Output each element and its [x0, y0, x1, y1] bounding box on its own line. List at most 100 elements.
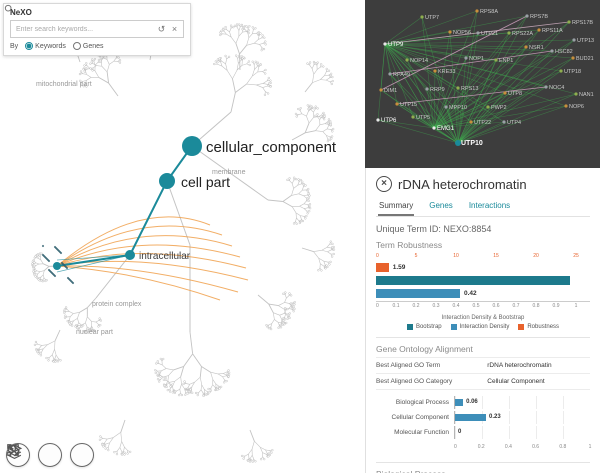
ontology-tree-panel: mitochondrial part membrane cellular_compo…	[0, 0, 365, 473]
robustness-heading: Term Robustness	[376, 240, 443, 250]
zoom-toolbar	[6, 443, 154, 467]
network-node-label[interactable]: RPS13	[461, 86, 478, 92]
network-node-label[interactable]: UTP21	[481, 31, 498, 37]
network-node-label[interactable]: UTP22	[474, 120, 491, 126]
tree-node-label[interactable]: cell part	[181, 174, 230, 190]
network-node-label[interactable]: UTP10	[461, 140, 483, 147]
network-node-label[interactable]: KRE33	[438, 69, 455, 75]
network-node-label[interactable]: RPS22A	[512, 31, 533, 37]
clear-search-icon[interactable]: ×	[171, 24, 178, 34]
tree-node-label[interactable]: cellular_component	[206, 139, 337, 156]
network-node-label[interactable]: UTP9	[388, 42, 404, 48]
app-title: NeXO	[10, 8, 32, 17]
ontology-tree-canvas[interactable]: mitochondrial part membrane cellular_compo…	[0, 0, 365, 473]
legend-swatch	[518, 324, 525, 330]
details-header: × rDNA heterochromatin	[376, 176, 590, 192]
network-node-label[interactable]: NAN1	[579, 92, 594, 98]
bar-interaction-density	[376, 289, 460, 298]
network-node-label[interactable]: DIM1	[384, 88, 397, 94]
network-node-label[interactable]: NOP1	[469, 56, 484, 62]
network-node-label[interactable]: PWP2	[491, 105, 507, 111]
close-icon[interactable]: ×	[376, 176, 392, 192]
genes-radio[interactable]	[72, 42, 81, 50]
search-mode-row: By Keywords Genes	[10, 42, 184, 50]
legend-swatch	[450, 324, 457, 330]
robustness-axis-label: Interaction Density & Bootstrap	[441, 315, 525, 321]
network-node-label[interactable]: RPS11A	[542, 28, 563, 34]
network-node-label[interactable]: RPS7B	[530, 14, 548, 20]
go-alignment-heading: Gene Ontology Alignment	[376, 337, 590, 354]
tree-node-label[interactable]: membrane	[212, 169, 246, 176]
network-node-label[interactable]: RPS8A	[480, 9, 498, 15]
by-label: By	[10, 42, 19, 50]
network-node-label[interactable]: UTP15	[400, 102, 417, 108]
fit-view-icon	[7, 444, 19, 456]
mode-keywords[interactable]: Keywords	[25, 42, 66, 50]
layers-button[interactable]	[6, 444, 154, 466]
network-node-label[interactable]: NOP6	[569, 104, 584, 110]
term-details-panel: × rDNA heterochromatin Summary Genes Int…	[365, 168, 600, 473]
term-title: rDNA heterochromatin	[398, 176, 527, 192]
tree-node-label[interactable]: protein complex	[92, 301, 142, 308]
network-node-label[interactable]: BUD21	[576, 56, 594, 62]
mode-genes[interactable]: Genes	[72, 42, 104, 50]
search-icon[interactable]	[4, 4, 154, 35]
unique-term-id: Unique Term ID: NEXO:8854	[376, 224, 492, 234]
bar-cellular-component	[455, 414, 487, 421]
network-node-label[interactable]: UTP6	[381, 118, 397, 124]
network-node-label[interactable]: RRP9	[430, 87, 445, 93]
network-node-label[interactable]: HSC82	[555, 49, 573, 55]
search-input[interactable]	[14, 24, 141, 34]
bar-bootstrap	[376, 276, 570, 285]
network-node-label[interactable]: RPA49	[393, 72, 410, 78]
network-node-label[interactable]: NSR1	[529, 45, 544, 51]
details-tabs: Summary Genes Interactions	[376, 198, 590, 217]
layers-icon	[6, 444, 23, 460]
tree-node-label[interactable]: intracellular	[139, 251, 191, 262]
tab-summary[interactable]: Summary	[378, 198, 415, 216]
tree-node-label[interactable]: nuclear part	[76, 329, 113, 336]
network-node-label[interactable]: UTP7	[425, 15, 439, 21]
network-node-label[interactable]: EMG1	[437, 126, 455, 132]
robustness-bar-row: 0.42	[376, 288, 590, 299]
robustness-bar-row: 1.59	[376, 262, 590, 273]
network-node-label[interactable]: UTP5	[416, 115, 430, 121]
network-node-label[interactable]: NOC4	[549, 85, 564, 91]
network-node-label[interactable]: NOP56	[453, 30, 471, 36]
network-node-label[interactable]: UTP4	[507, 120, 521, 126]
network-node-label[interactable]: ENP1	[499, 58, 513, 64]
network-node-label[interactable]: UTP18	[564, 69, 581, 75]
network-node-label[interactable]: RPS17B	[572, 20, 593, 26]
search-box: ↺ ×	[4, 4, 184, 38]
tab-interactions[interactable]: Interactions	[468, 201, 511, 210]
expand-tree-button[interactable]	[8, 444, 124, 466]
gene-network-canvas[interactable]: UTP7 RPS8A RPS7B RPS17B NOP56 UTP21 RPS22A RPS1…	[365, 0, 600, 168]
tab-genes[interactable]: Genes	[429, 201, 453, 210]
reset-search-icon[interactable]: ↺	[157, 23, 166, 34]
right-column: UTP7 RPS8A RPS7B RPS17B NOP56 UTP21 RPS22A RPS1…	[365, 0, 600, 473]
robustness-bar-row	[376, 275, 590, 286]
network-panel: UTP7 RPS8A RPS7B RPS17B NOP56 UTP21 RPS22A RPS1…	[365, 0, 600, 168]
keywords-radio[interactable]	[25, 42, 34, 50]
tree-node-label[interactable]: mitochondrial part	[36, 81, 92, 88]
network-node-label[interactable]: UTP13	[577, 38, 594, 44]
network-node-label[interactable]: MPP10	[449, 105, 467, 111]
network-node-label[interactable]: NOP14	[410, 58, 428, 64]
network-node-label[interactable]: UTP8	[508, 91, 522, 97]
fit-view-button[interactable]	[7, 443, 94, 467]
search-panel: NeXO ↺ × By Keywords Genes	[3, 3, 191, 56]
bar-biological-process	[455, 399, 464, 406]
legend-swatch	[406, 324, 413, 330]
biological-process-heading: Biological Process	[376, 462, 590, 473]
zoom-out-button[interactable]	[7, 443, 62, 467]
